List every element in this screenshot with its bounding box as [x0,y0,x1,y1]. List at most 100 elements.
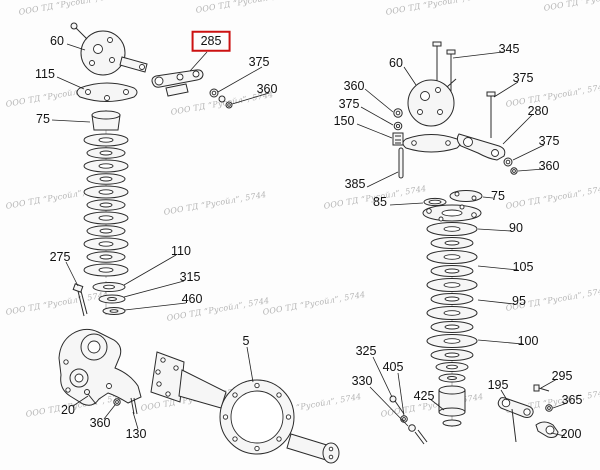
leader-line [72,395,89,407]
leader-line [51,119,91,123]
steering-lever-group [497,384,559,443]
left-upper-flange [76,82,138,102]
leader-line [246,346,254,383]
part-label-315: 315 [179,269,201,284]
right-upper-flange [402,134,461,153]
part-label-85: 85 [373,194,387,209]
part-label-110: 110 [171,243,191,258]
part-label-460: 460 [181,291,203,306]
leader-line [500,389,508,401]
part-label-95: 95 [512,293,526,308]
left-washers [209,88,233,109]
leader-line [369,386,409,427]
leader-line [132,411,139,430]
leader-line [552,402,568,409]
studs-345 [432,41,496,138]
leader-line [429,398,445,411]
part-label-60: 60 [50,33,64,48]
part-label-150: 150 [333,113,355,128]
bottom-fasteners [389,395,428,445]
left-kingpin-assembly [58,22,233,415]
right-kingpin-assembly [389,41,559,445]
part-label-275: 275 [49,249,71,264]
bottom-cup [438,385,466,427]
leader-line [123,280,185,298]
part-label-375: 375 [338,96,360,111]
leader-line [356,123,393,139]
leader-line [452,51,504,59]
part-label-75: 75 [36,111,50,126]
knuckle-fasteners [84,389,138,415]
part-label-5: 5 [242,333,250,348]
leader-line [540,378,558,389]
part-label-105: 105 [512,259,534,274]
leader-line [124,302,187,311]
kingpin-385 [398,147,404,179]
bolt-275 [72,283,88,317]
leader-line [217,66,263,93]
leader-line [517,168,545,172]
part-label-20: 20 [61,402,75,417]
leader-line [403,66,417,86]
part-label-345: 345 [498,41,520,56]
part-label-385: 385 [344,176,366,191]
leader-line [477,265,519,271]
part-label-365: 365 [561,392,583,407]
part-label-375: 375 [248,54,270,69]
part-label-130: 130 [125,426,147,441]
part-label-75: 75 [491,188,505,203]
bracket-280 [456,133,518,175]
part-label-280: 280 [527,103,549,118]
leader-line [397,372,405,417]
leader-line [477,228,512,232]
leader-line [512,144,545,161]
left-disc-stack [83,110,129,315]
part-label-360: 360 [343,78,365,93]
leader-line [231,92,270,105]
part-label-285: 285 [191,30,231,52]
leader-line [482,196,494,199]
part-label-360: 360 [538,158,560,173]
leader-lines [51,43,568,437]
right-side-fasteners [392,108,404,179]
leader-line [189,51,208,72]
part-label-360: 360 [256,81,278,96]
leader-line [56,76,85,90]
leader-line [372,356,393,398]
axle-housing [150,351,340,464]
leader-line [550,432,566,437]
part-label-195: 195 [487,377,509,392]
leader-line [65,261,79,287]
leader-line [389,202,424,206]
leader-line [477,339,524,345]
leader-line [123,254,177,286]
part-label-90: 90 [509,220,523,235]
part-label-295: 295 [551,368,573,383]
part-label-100: 100 [517,333,539,348]
right-flange-group [422,190,483,222]
part-label-60: 60 [389,55,403,70]
bracket-285 [151,69,204,97]
right-bearing-cap [407,78,457,127]
part-label-405: 405 [382,359,404,374]
leader-line [366,171,399,188]
leader-line [502,114,533,145]
part-label-200: 200 [560,426,582,441]
leader-line [103,404,116,420]
part-label-330: 330 [351,373,373,388]
part-label-360: 360 [89,415,111,430]
leader-line [364,88,394,113]
leader-line [477,299,515,305]
part-label-115: 115 [35,66,55,81]
leader-line [360,106,394,126]
part-label-325: 325 [355,343,377,358]
steering-knuckle [58,328,142,406]
leader-line [493,81,519,98]
leader-line [66,43,86,51]
left-bearing-cap [70,22,148,76]
part-label-425: 425 [413,388,435,403]
part-label-375: 375 [538,133,560,148]
part-label-375: 375 [512,70,534,85]
